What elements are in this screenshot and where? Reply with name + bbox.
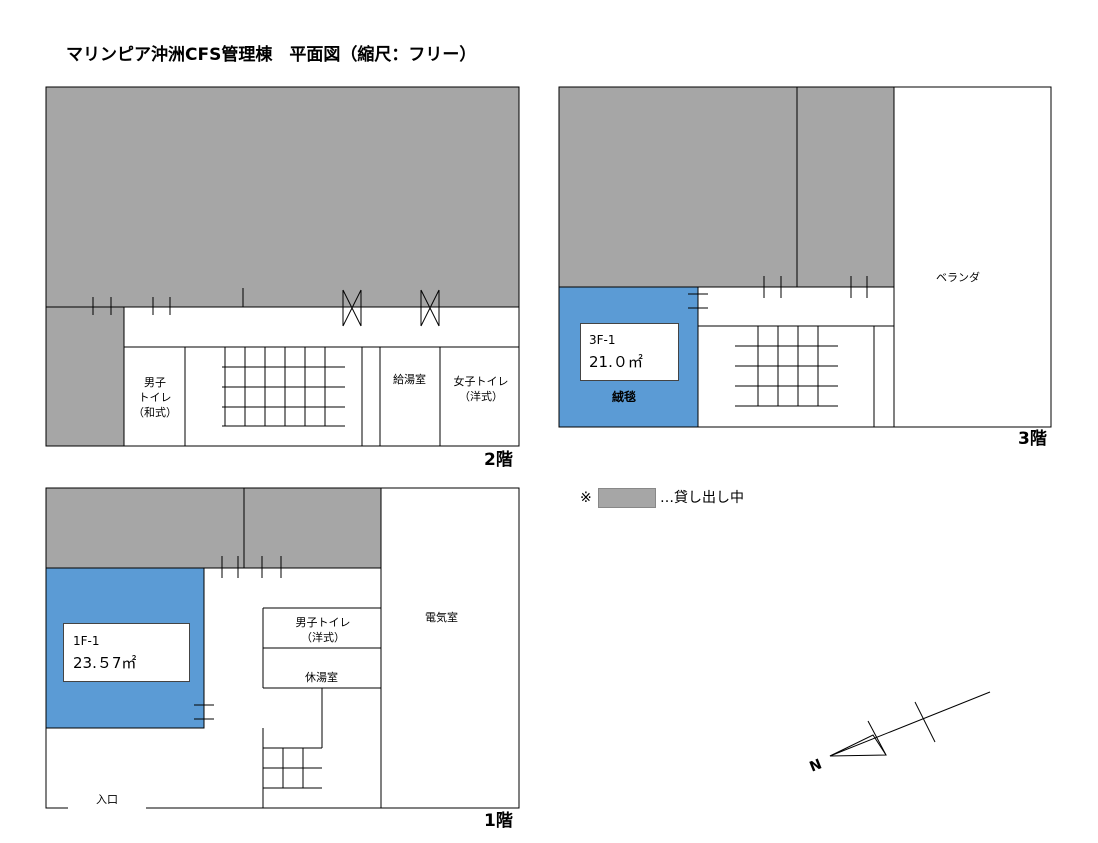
- floor-1-label: 1階: [484, 811, 513, 831]
- page-title: マリンピア沖洲CFS管理棟 平面図（縮尺：フリー）: [66, 45, 477, 65]
- floor-1-unit-box: 1F-1 23.５7㎡: [63, 623, 190, 682]
- floor-3-unit-box: 3F-1 21.０㎡: [580, 323, 679, 381]
- legend-text: …貸し出し中: [660, 490, 744, 506]
- floor-1-unit-area: 23.５7㎡: [73, 654, 137, 672]
- floor-3-unit-id: 3F-1: [589, 333, 616, 347]
- floor-3-unit-area: 21.０㎡: [589, 353, 643, 371]
- floor-1-mens-toilet-label: 男子トイレ （洋式）: [295, 616, 351, 644]
- north-arrow-icon: [829, 691, 991, 757]
- floor-3-label: 3階: [1018, 429, 1047, 449]
- legend-rented-swatch: [598, 488, 656, 508]
- floor-1-entrance-label: 入口: [96, 793, 118, 806]
- floor-3-stairs: [735, 326, 838, 407]
- floor-1-stairs: [263, 748, 322, 789]
- floor-2-plan: [45, 86, 520, 447]
- floor-3-rented-area: [558, 86, 895, 288]
- floor-2-mens-toilet-label: 男子 トイレ （和式）: [133, 376, 177, 419]
- floor-3-unit-tenant: 絨毯: [612, 390, 637, 404]
- floor-2-kitchenette-label: 給湯室: [393, 373, 426, 386]
- floor-3-outline: [558, 86, 1052, 428]
- floor-1-electrical-room-label: 電気室: [425, 611, 458, 624]
- floor-1-rented-area: [45, 487, 382, 569]
- floor-2-rented-area-west: [45, 306, 125, 447]
- floor-2-outline: [45, 86, 520, 447]
- floor-2-womens-toilet-label: 女子トイレ （洋式）: [453, 375, 509, 403]
- floor-2-stairs: [222, 347, 345, 427]
- floor-1-rest-room-label: 休湯室: [305, 671, 338, 684]
- floor-2-label: 2階: [484, 450, 513, 470]
- legend-mark: ※: [580, 490, 592, 506]
- floor-1-unit-id: 1F-1: [73, 634, 100, 648]
- floor-2-rented-area: [45, 86, 520, 308]
- floor-3-plan: [558, 86, 1052, 428]
- floor-3-veranda-label: ベランダ: [936, 271, 980, 284]
